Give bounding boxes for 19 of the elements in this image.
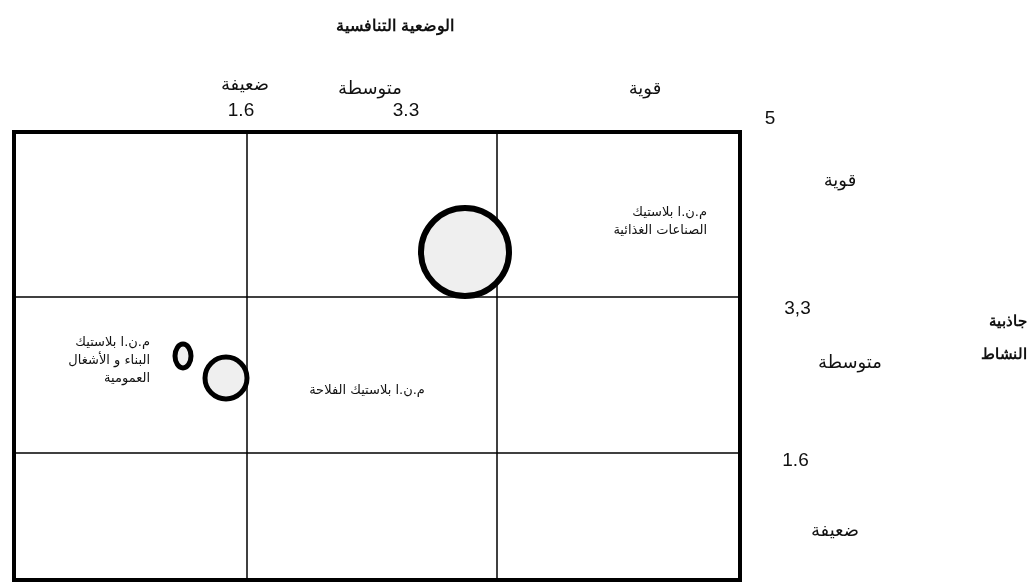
- tick-value: 5: [763, 106, 777, 130]
- bubble-marker: [202, 354, 250, 402]
- axis-label: متوسطة: [817, 350, 883, 374]
- segment-label: م.ن.ا بلاستيك البناء و الأشغال العمومية: [67, 333, 150, 388]
- tick-value: 1.6: [226, 98, 256, 122]
- axis-label: ضعيفة: [809, 518, 861, 542]
- segment-label: م.ن.ا بلاستيك الصناعات الغذائية: [612, 203, 707, 240]
- tick-value: 1.6: [781, 448, 810, 472]
- axis-label: قوية: [822, 168, 858, 192]
- axis-label: قوية: [627, 76, 663, 100]
- tick-value: 3,3: [783, 296, 812, 320]
- segment-label: م.ن.ا بلاستيك الفلاحة: [308, 382, 426, 399]
- bubble-marker: [418, 205, 512, 299]
- axis-title: جاذبية النشاط: [980, 311, 1027, 365]
- axis-label: ضعيفة: [219, 72, 271, 96]
- axis-label: متوسطة: [337, 76, 403, 100]
- axis-title: الوضعية التنافسية: [334, 16, 456, 37]
- tick-value: 3.3: [391, 99, 421, 122]
- bubble-marker: [172, 341, 194, 371]
